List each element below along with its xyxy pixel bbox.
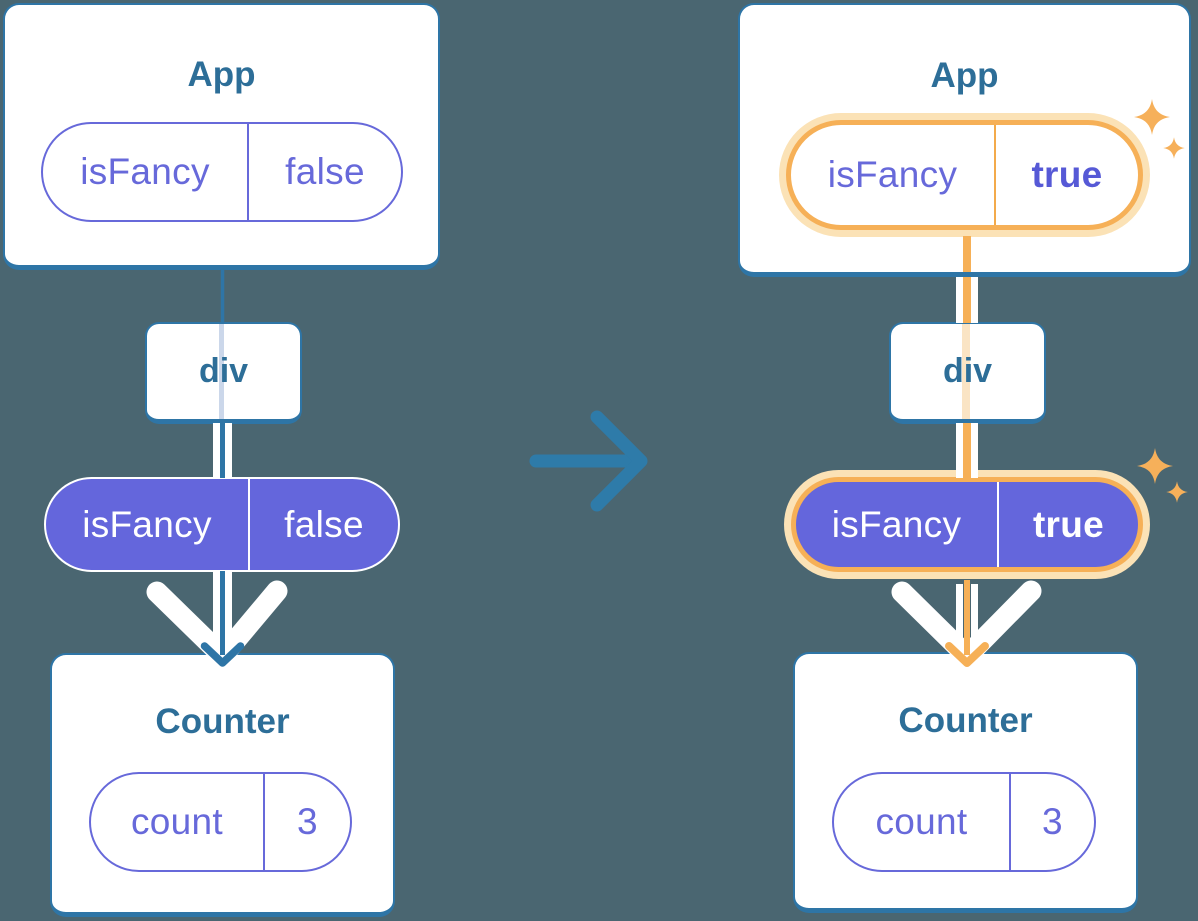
left-state-pill: isFancy false	[44, 477, 400, 572]
right-div-thru-line	[962, 324, 970, 419]
left-counter-state-pill: count 3	[89, 772, 352, 872]
left-state-to-counter-arrow	[146, 571, 288, 667]
state-value: true	[1032, 503, 1105, 545]
left-div-label: div	[198, 352, 249, 390]
prop-name: isFancy	[43, 124, 249, 220]
left-div-node: div	[145, 322, 302, 424]
right-state-pill-highlighted: isFancy true	[791, 477, 1143, 572]
right-app-prop-pill-highlighted: isFancy true	[786, 120, 1143, 230]
left-counter-title: Counter	[155, 702, 290, 741]
right-app-to-div-line	[956, 277, 978, 323]
state-value: 3	[1042, 801, 1063, 842]
prop-name: isFancy	[791, 125, 996, 225]
right-div-label: div	[942, 352, 993, 390]
arrow-down-chevron-white	[891, 580, 1042, 667]
state-name: count	[91, 774, 265, 870]
prop-value: false	[285, 151, 365, 192]
left-div-thru-line	[219, 324, 224, 419]
left-app-prop-pill: isFancy false	[41, 122, 403, 222]
left-counter-card: Counter count 3	[50, 653, 395, 917]
right-counter-title: Counter	[898, 701, 1033, 740]
right-counter-card: Counter count 3	[793, 652, 1138, 913]
sparkles-icon	[1137, 448, 1188, 503]
state-name: count	[834, 774, 1011, 870]
right-state-to-counter-arrow	[891, 580, 1042, 667]
right-counter-state-pill: count 3	[832, 772, 1096, 872]
state-value: 3	[297, 801, 318, 842]
state-name: isFancy	[46, 479, 250, 570]
left-app-title: App	[187, 55, 256, 94]
left-app-card: App isFancy false	[3, 3, 440, 270]
arrow-down-chevron-white	[146, 580, 288, 667]
prop-value: true	[1031, 154, 1103, 195]
left-div-to-state-line	[213, 423, 232, 478]
state-name: isFancy	[796, 482, 999, 567]
arrow-right-icon	[529, 410, 648, 512]
state-value: false	[284, 503, 364, 545]
right-app-title: App	[930, 56, 999, 95]
right-div-node: div	[889, 322, 1046, 424]
right-app-card: App isFancy true	[738, 3, 1191, 277]
right-div-to-state-line	[956, 423, 978, 478]
